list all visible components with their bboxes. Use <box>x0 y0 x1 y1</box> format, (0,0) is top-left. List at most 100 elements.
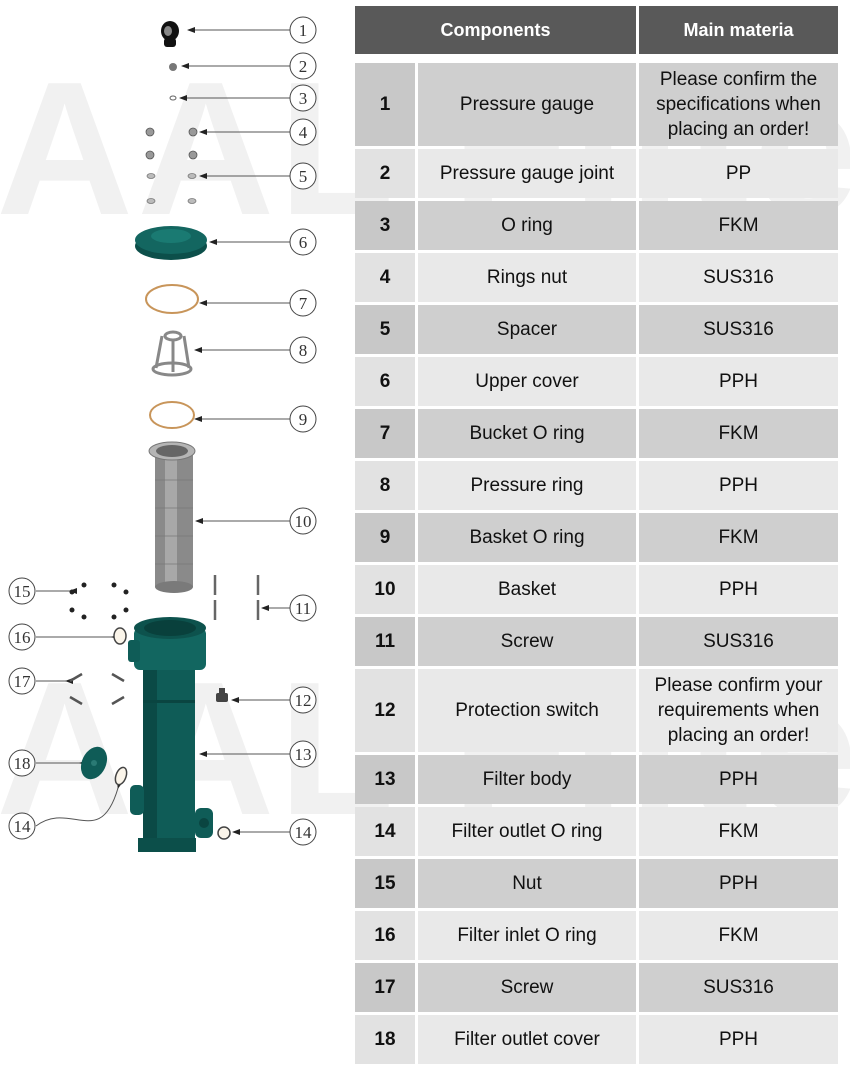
svg-text:13: 13 <box>295 745 312 764</box>
row-number: 11 <box>355 617 415 666</box>
svg-text:9: 9 <box>299 410 308 429</box>
table-row: 17 Screw SUS316 <box>355 963 838 1012</box>
screws-part <box>213 575 260 620</box>
row-number: 1 <box>355 63 415 146</box>
table-header-row: Components Main materia <box>355 6 838 54</box>
row-component: Filter body <box>418 755 636 804</box>
table-row: 1 Pressure gauge Please confirm the spec… <box>355 63 838 146</box>
svg-text:12: 12 <box>295 691 312 710</box>
row-component: Filter outlet O ring <box>418 807 636 856</box>
row-component: Filter inlet O ring <box>418 911 636 960</box>
basket-oring-part <box>149 401 195 429</box>
svg-text:4: 4 <box>299 123 308 142</box>
row-component: Pressure gauge <box>418 63 636 146</box>
row-material: FKM <box>639 409 838 458</box>
row-number: 17 <box>355 963 415 1012</box>
row-component: O ring <box>418 201 636 250</box>
svg-text:3: 3 <box>299 89 308 108</box>
table-row: 9 Basket O ring FKM <box>355 513 838 562</box>
row-number: 8 <box>355 461 415 510</box>
basket-part <box>148 441 196 593</box>
row-material: PPH <box>639 755 838 804</box>
table-row: 7 Bucket O ring FKM <box>355 409 838 458</box>
header-material: Main materia <box>639 6 838 54</box>
svg-text:6: 6 <box>299 233 308 252</box>
row-component: Nut <box>418 859 636 908</box>
row-number: 9 <box>355 513 415 562</box>
table-row: 13 Filter body PPH <box>355 755 838 804</box>
screws-left-part <box>69 672 125 706</box>
svg-text:14: 14 <box>295 823 313 842</box>
row-number: 5 <box>355 305 415 354</box>
outlet-cover-part <box>80 746 108 780</box>
row-material: PP <box>639 149 838 198</box>
row-component: Upper cover <box>418 357 636 406</box>
row-number: 14 <box>355 807 415 856</box>
table-row: 14 Filter outlet O ring FKM <box>355 807 838 856</box>
gauge-joint-part <box>169 63 177 71</box>
small-oring-part <box>169 95 177 101</box>
row-material: PPH <box>639 565 838 614</box>
table-row: 12 Protection switch Please confirm your… <box>355 669 838 752</box>
row-material: PPH <box>639 357 838 406</box>
table-row: 5 Spacer SUS316 <box>355 305 838 354</box>
svg-text:15: 15 <box>14 582 31 601</box>
row-material: SUS316 <box>639 963 838 1012</box>
row-material: Please confirm your requirements when pl… <box>639 669 838 752</box>
row-component: Pressure gauge joint <box>418 149 636 198</box>
protection-switch-part <box>216 688 228 702</box>
row-number: 12 <box>355 669 415 752</box>
row-number: 3 <box>355 201 415 250</box>
upper-cover-part <box>135 226 207 260</box>
row-component: Protection switch <box>418 669 636 752</box>
pressure-ring-part <box>151 330 193 377</box>
row-number: 10 <box>355 565 415 614</box>
row-number: 7 <box>355 409 415 458</box>
svg-text:5: 5 <box>299 167 308 186</box>
components-table: Components Main materia 1 Pressure gauge… <box>352 3 841 1067</box>
table-row: 2 Pressure gauge joint PP <box>355 149 838 198</box>
row-number: 16 <box>355 911 415 960</box>
table-row: 15 Nut PPH <box>355 859 838 908</box>
callout-labels: 1 2 3 4 5 6 7 8 9 10 11 12 13 14 15 16 1… <box>8 16 317 846</box>
row-component: Pressure ring <box>418 461 636 510</box>
row-component: Screw <box>418 963 636 1012</box>
row-material: PPH <box>639 1015 838 1064</box>
row-material: PPH <box>639 461 838 510</box>
row-component: Filter outlet cover <box>418 1015 636 1064</box>
filter-body-part <box>128 617 213 852</box>
table-row: 3 O ring FKM <box>355 201 838 250</box>
row-material: FKM <box>639 911 838 960</box>
row-material: FKM <box>639 513 838 562</box>
inlet-oring-part <box>113 627 127 645</box>
header-components: Components <box>355 6 636 54</box>
row-number: 6 <box>355 357 415 406</box>
table-row: 18 Filter outlet cover PPH <box>355 1015 838 1064</box>
spacers-part <box>146 173 197 204</box>
ring-nuts-part <box>145 127 198 160</box>
table-row: 10 Basket PPH <box>355 565 838 614</box>
row-number: 18 <box>355 1015 415 1064</box>
svg-text:17: 17 <box>14 672 32 691</box>
svg-text:10: 10 <box>295 512 312 531</box>
row-material: PPH <box>639 859 838 908</box>
table-row: 6 Upper cover PPH <box>355 357 838 406</box>
row-material: SUS316 <box>639 253 838 302</box>
svg-text:18: 18 <box>14 754 31 773</box>
outlet-oring-part-right <box>217 826 231 840</box>
svg-text:14: 14 <box>14 817 32 836</box>
row-component: Bucket O ring <box>418 409 636 458</box>
svg-text:16: 16 <box>14 628 31 647</box>
svg-text:2: 2 <box>299 57 308 76</box>
table-row: 4 Rings nut SUS316 <box>355 253 838 302</box>
row-component: Basket O ring <box>418 513 636 562</box>
svg-text:8: 8 <box>299 341 308 360</box>
row-number: 4 <box>355 253 415 302</box>
exploded-view-diagram: 1 2 3 4 5 6 7 8 9 10 11 12 13 14 15 16 1… <box>8 16 317 852</box>
row-number: 2 <box>355 149 415 198</box>
row-component: Rings nut <box>418 253 636 302</box>
row-component: Screw <box>418 617 636 666</box>
bucket-oring-part <box>145 284 199 314</box>
row-material: FKM <box>639 201 838 250</box>
row-material: SUS316 <box>639 305 838 354</box>
